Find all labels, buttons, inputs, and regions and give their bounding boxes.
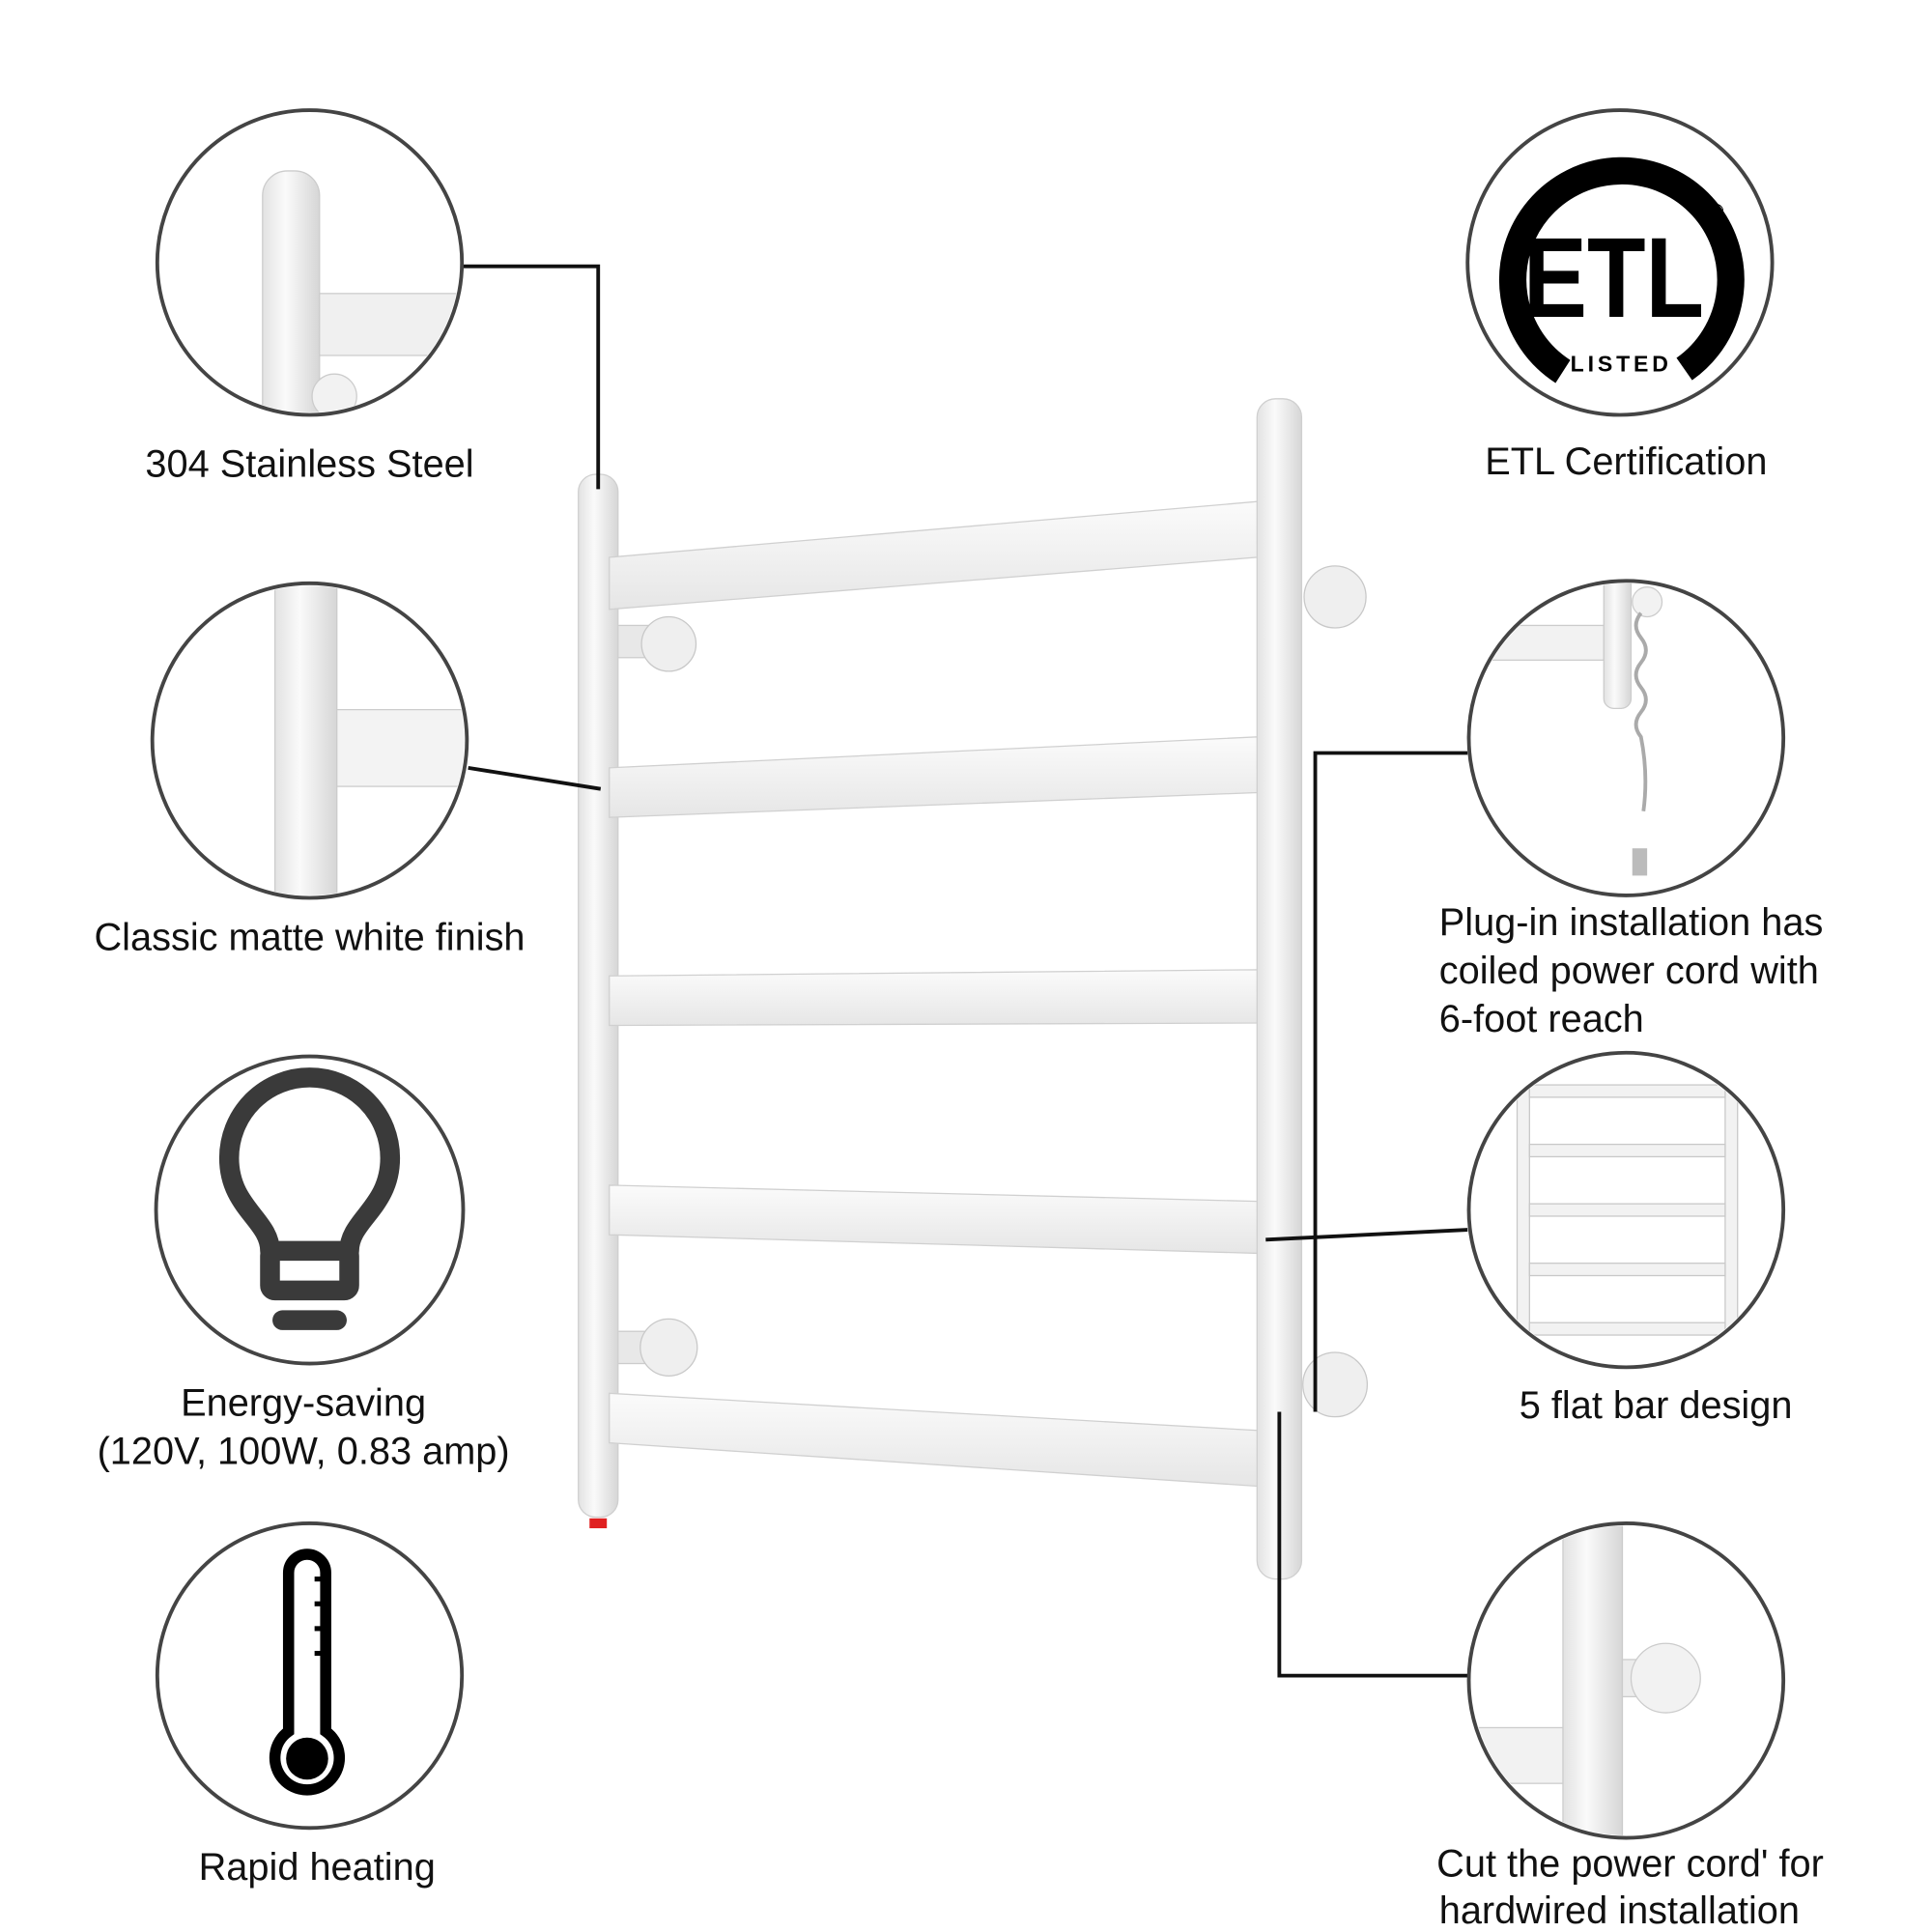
- wall-bracket: [615, 565, 1369, 1418]
- feature-hardwire: Cut the power cord' for hardwired instal…: [1436, 1521, 1824, 1932]
- etl-logo-text: ETL: [1523, 213, 1704, 341]
- feature-etl: ETL LISTED ® ETL Certification: [1465, 108, 1775, 483]
- coiled-cord-image: [1485, 582, 1663, 876]
- registered-mark-icon: ®: [1709, 201, 1723, 223]
- plug-label-line2: coiled power cord with: [1439, 950, 1819, 992]
- energy-label: Energy-saving: [181, 1381, 426, 1424]
- heating-label: Rapid heating: [199, 1846, 436, 1889]
- leader-lines: [462, 264, 1468, 1678]
- plug-label-line1: Plug-in installation has: [1439, 901, 1824, 944]
- hardwire-label-line2: hardwired installation: [1439, 1889, 1800, 1932]
- bars-label: 5 flat bar design: [1520, 1384, 1793, 1427]
- steel-label: 304 Stainless Steel: [145, 443, 473, 486]
- feature-steel: 304 Stainless Steel: [145, 108, 474, 486]
- feature-plug: Plug-in installation has coiled power co…: [1439, 579, 1824, 1040]
- etl-label: ETL Certification: [1485, 440, 1767, 483]
- feature-energy: Energy-saving (120V, 100W, 0.83 amp): [98, 1054, 510, 1472]
- finish-closeup-image: [273, 585, 465, 895]
- etl-logo-listed: LISTED: [1571, 352, 1672, 377]
- heater-indicator: [589, 1518, 608, 1529]
- feature-finish: Classic matte white finish: [94, 581, 526, 958]
- feature-heating: Rapid heating: [155, 1521, 465, 1889]
- five-bar-rack-image: [1516, 1076, 1739, 1351]
- light-bulb-icon: [218, 1067, 401, 1330]
- feature-bars: 5 flat bar design: [1466, 1050, 1793, 1427]
- flat-bar-1: [609, 500, 1258, 611]
- flat-bar-5: [609, 1392, 1258, 1488]
- energy-spec: (120V, 100W, 0.83 amp): [98, 1430, 510, 1472]
- plug-label-line3: 6-foot reach: [1439, 998, 1644, 1040]
- hardwire-label-line1: Cut the power cord' for: [1436, 1842, 1824, 1885]
- flat-bar-4: [609, 1184, 1258, 1255]
- right-pole: [1256, 398, 1303, 1580]
- flat-bar-2: [609, 736, 1258, 818]
- thermometer-icon: [269, 1548, 346, 1796]
- finish-label: Classic matte white finish: [94, 916, 525, 958]
- flat-bar-3: [609, 969, 1258, 1027]
- towel-rack-image: [578, 398, 1369, 1580]
- etl-listed-logo: ETL LISTED ®: [1498, 156, 1745, 384]
